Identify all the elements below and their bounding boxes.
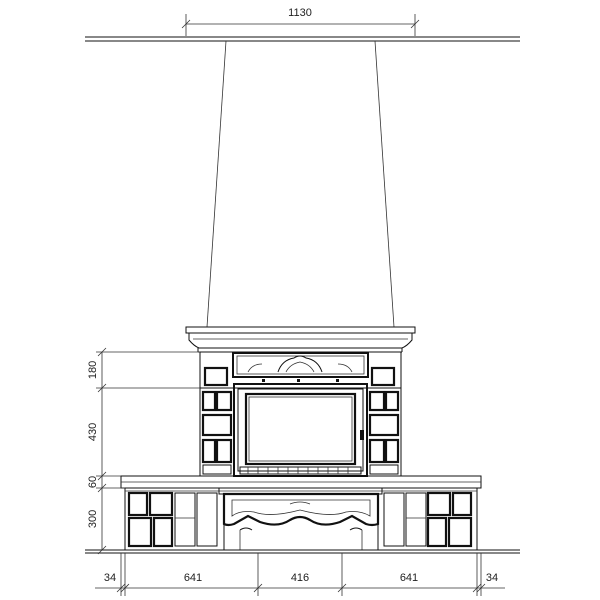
dimension-label-430: 430 [87,423,99,441]
firebox-grate [239,466,362,475]
dimension-label-416: 416 [291,572,309,584]
ceiling [85,36,520,42]
mantel-cornice [185,326,416,353]
hearth-slab [120,475,482,489]
top-dimension-label: 1130 [288,7,312,19]
right-pillar [366,387,402,477]
dimension-label-180: 180 [87,361,99,379]
dimension-label-34-left: 34 [104,572,116,584]
vertical-dimensions: 180 430 60 300 [87,347,200,555]
top-dimension: 1130 [181,7,420,36]
base-plinth [124,487,478,551]
left-pillar [199,387,235,477]
floor [85,549,520,554]
dimension-label-34-right: 34 [486,572,498,584]
dimension-label-641-left: 641 [184,572,202,584]
chimney-hood [206,40,395,328]
dimension-label-60: 60 [87,476,99,488]
firebox [233,383,368,477]
bottom-dimensions: 34 641 416 641 34 [95,553,505,596]
dimension-label-641-right: 641 [400,572,418,584]
frieze [199,351,402,389]
dimension-label-300: 300 [87,510,99,528]
